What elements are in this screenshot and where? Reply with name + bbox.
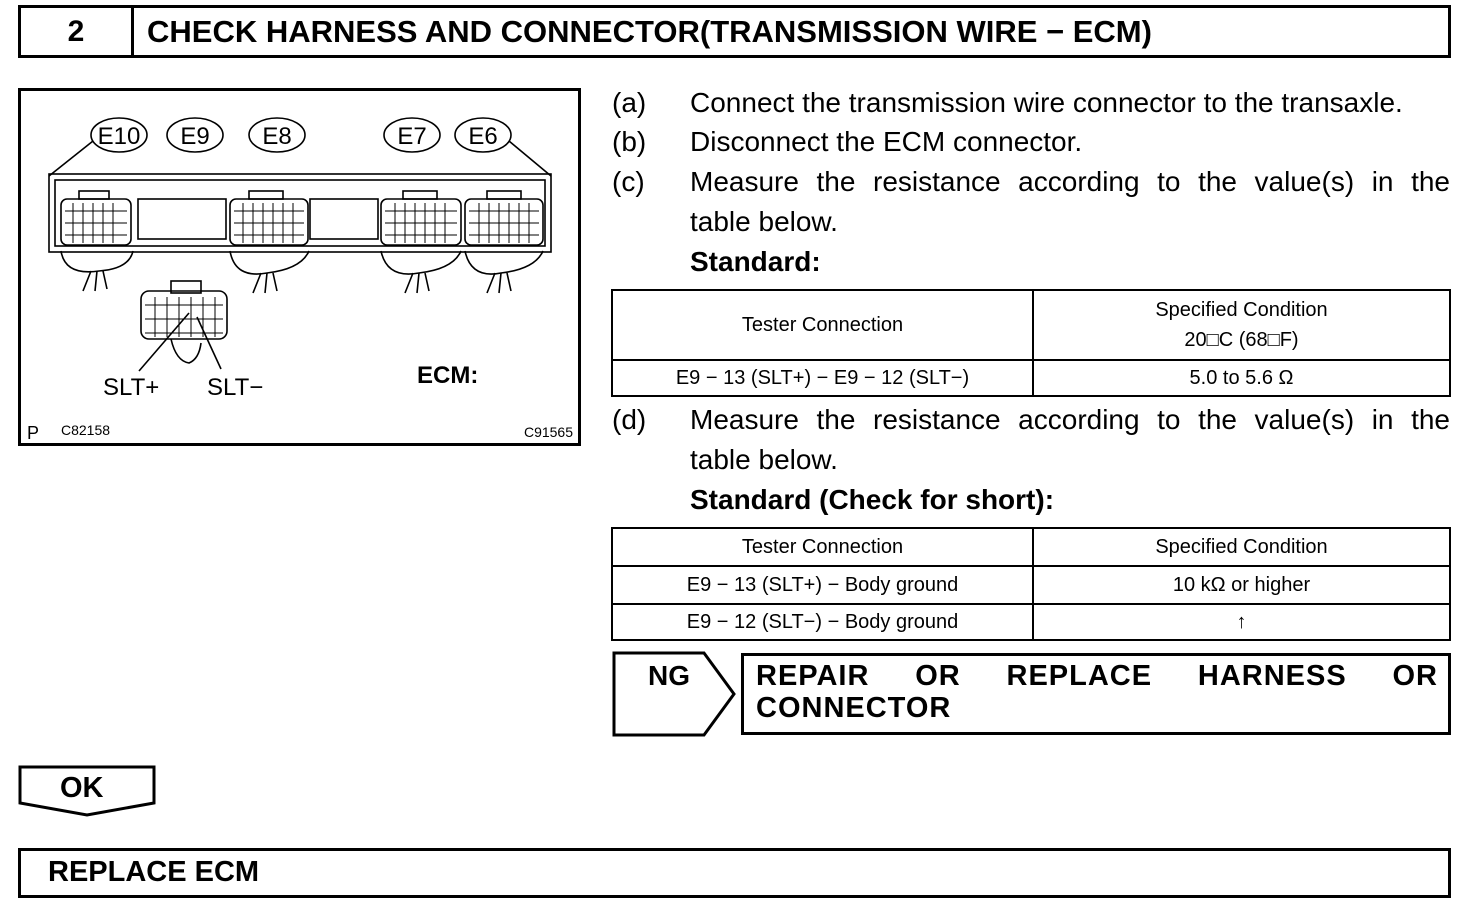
ecm-label: ECM: bbox=[417, 362, 478, 389]
ng-label: NG bbox=[648, 660, 690, 691]
table2-cell-connection-1: E9 − 13 (SLT+) − Body ground bbox=[611, 565, 1034, 605]
step-c-line1: Measure the resistance according to the … bbox=[690, 166, 1450, 197]
ng-action-box bbox=[741, 653, 1451, 735]
standard-heading-1: Standard: bbox=[690, 246, 821, 277]
connector-illustration: E10 E9 E8 E7 E6 SLT+ SLT− ECM: P C82158 … bbox=[27, 117, 573, 443]
table1-header-condition-label: Specified Condition bbox=[1155, 299, 1328, 321]
step-b-letter: (b) bbox=[612, 126, 647, 157]
step-c-line2: table below. bbox=[690, 206, 838, 237]
table2-cell-value-2: ↑ bbox=[1032, 603, 1451, 641]
step-b-text: Disconnect the ECM connector. bbox=[690, 126, 1083, 157]
step-a-letter: (a) bbox=[612, 87, 647, 118]
connector-label-e7: E7 bbox=[397, 123, 426, 150]
ng-arrow-shape bbox=[612, 651, 736, 737]
table2-cell-value-1: 10 kΩ or higher bbox=[1032, 565, 1451, 605]
step-d-line1: Measure the resistance according to the … bbox=[690, 404, 1450, 435]
connector-label-e6: E6 bbox=[468, 123, 497, 150]
connector-label-e10: E10 bbox=[98, 123, 141, 150]
ng-action-line2: CONNECTOR bbox=[756, 692, 952, 724]
ok-arrow-shape bbox=[18, 765, 156, 817]
standard-table-2: Tester Connection Specified Condition E9… bbox=[611, 527, 1451, 641]
table1-header-tester: Tester Connection bbox=[611, 289, 1034, 361]
ok-label: OK bbox=[60, 772, 104, 804]
pin-label-slt-minus: SLT− bbox=[207, 374, 263, 401]
table1-cell-value: 5.0 to 5.6 Ω bbox=[1032, 359, 1451, 397]
figure-code-right: C91565 bbox=[524, 424, 573, 440]
final-action-text: REPLACE ECM bbox=[48, 856, 260, 888]
table2-cell-connection-2: E9 − 12 (SLT−) − Body ground bbox=[611, 603, 1034, 641]
step-a-text: Connect the transmission wire connector … bbox=[690, 87, 1403, 118]
ng-action-line1: REPAIR OR REPLACE HARNESS OR bbox=[756, 660, 1438, 692]
table1-header-condition: Specified Condition 20□C (68□F) bbox=[1032, 289, 1451, 361]
step-d-letter: (d) bbox=[612, 404, 647, 435]
figure-code-left: C82158 bbox=[61, 422, 110, 438]
step-c-letter: (c) bbox=[612, 166, 645, 197]
figure-corner-p: P bbox=[27, 423, 39, 443]
step-header: 2 CHECK HARNESS AND CONNECTOR(TRANSMISSI… bbox=[18, 5, 1451, 58]
table2-header-condition: Specified Condition bbox=[1032, 527, 1451, 567]
standard-heading-2: Standard (Check for short): bbox=[690, 484, 1055, 515]
table2-header-tester: Tester Connection bbox=[611, 527, 1034, 567]
final-action-box bbox=[18, 848, 1451, 898]
pin-label-slt-plus: SLT+ bbox=[103, 374, 159, 401]
step-d-line2: table below. bbox=[690, 444, 838, 475]
table1-header-temperature: 20□C (68□F) bbox=[1184, 329, 1299, 351]
connector-label-e8: E8 bbox=[262, 123, 291, 150]
step-number: 2 bbox=[21, 8, 134, 55]
connector-label-e9: E9 bbox=[180, 123, 209, 150]
table1-cell-connection: E9 − 13 (SLT+) − E9 − 12 (SLT−) bbox=[611, 359, 1034, 397]
step-title: CHECK HARNESS AND CONNECTOR(TRANSMISSION… bbox=[147, 14, 1152, 49]
ecm-connector-diagram: E10 E9 E8 E7 E6 SLT+ SLT− ECM: P C82158 … bbox=[18, 88, 581, 446]
standard-table-1: Tester Connection Specified Condition 20… bbox=[611, 289, 1451, 397]
